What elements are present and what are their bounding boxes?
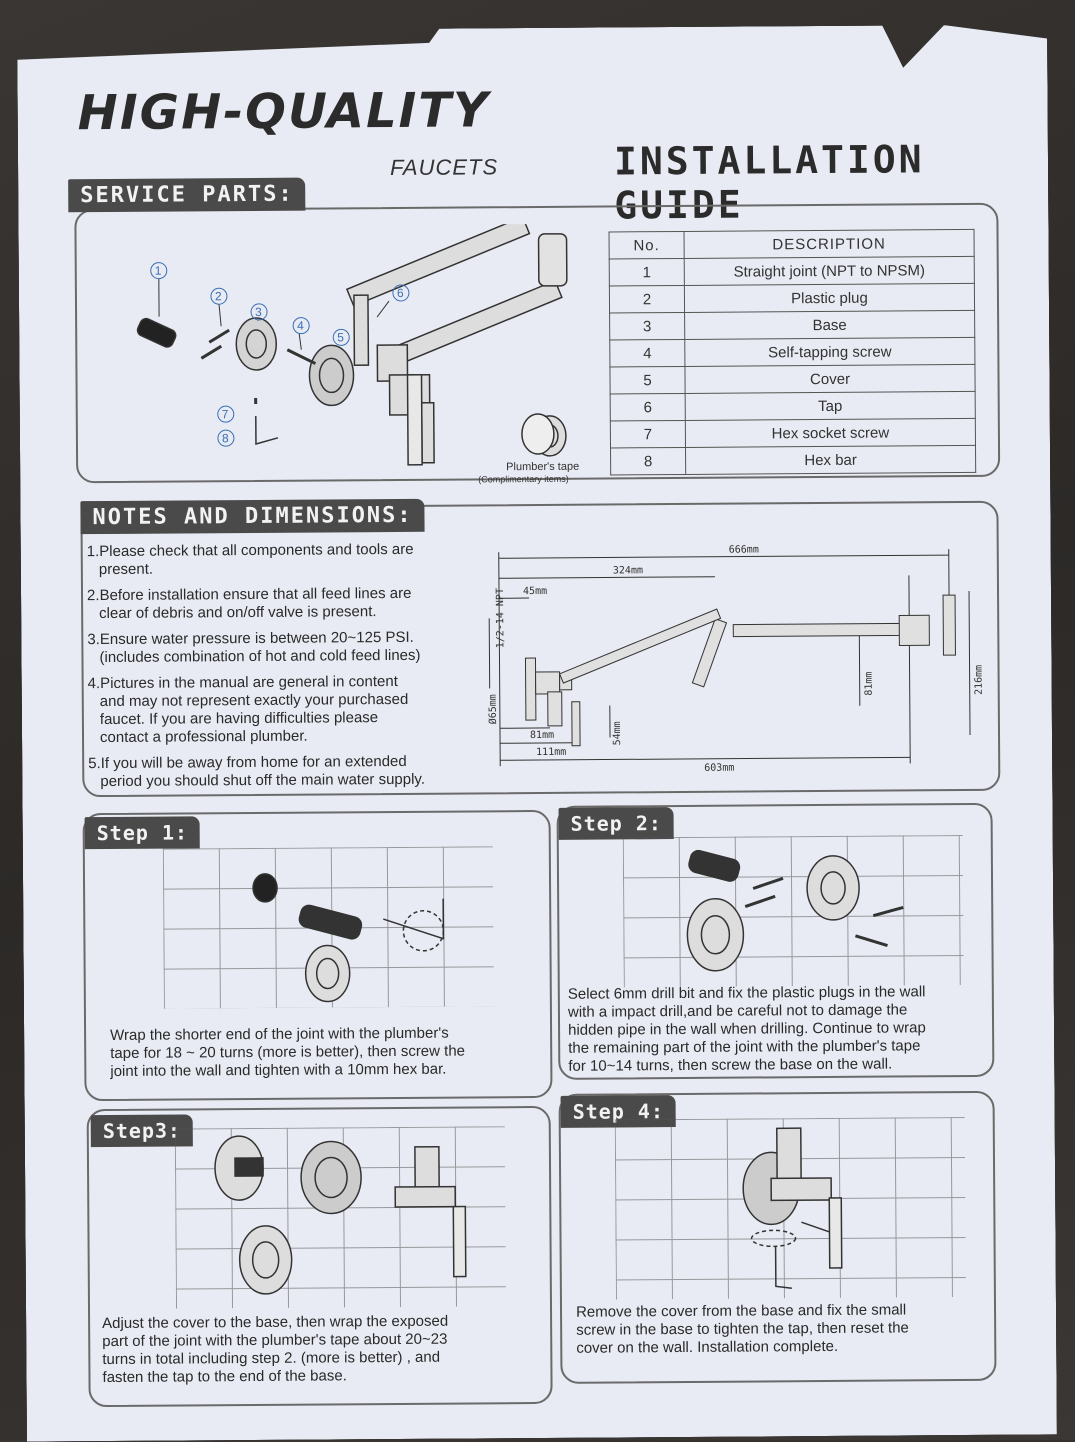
- callout-5: 5: [337, 330, 344, 344]
- step-2-illustration: [643, 825, 964, 987]
- brand-subtitle: FAUCETS: [390, 154, 498, 181]
- note-5: 5.If you will be away from home for an e…: [88, 752, 468, 791]
- dim-324: 324mm: [613, 565, 643, 576]
- part-no: 8: [611, 447, 686, 475]
- dim-111: 111mm: [536, 747, 566, 758]
- col-description: DESCRIPTION: [684, 229, 974, 258]
- service-parts-diagram: 1 2 3 4 5 6 7 8 Plumber's tape: [108, 223, 610, 476]
- part-no: 3: [610, 312, 685, 340]
- part-desc: Straight joint (NPT to NPSM): [684, 256, 974, 285]
- part-no: 7: [610, 420, 685, 448]
- notes-list: 1.Please check that all components and t…: [87, 540, 469, 799]
- dim-45: 45mm: [523, 586, 547, 597]
- step-1-tab: Step 1:: [85, 816, 201, 849]
- dim-603: 603mm: [704, 763, 734, 774]
- dim-npt: 1/2-14 NPT: [495, 588, 506, 648]
- callout-1: 1: [155, 264, 162, 278]
- notes-tab: NOTES AND DIMENSIONS:: [80, 499, 424, 534]
- step-4-illustration: [715, 1117, 916, 1298]
- part-desc: Hex bar: [686, 445, 976, 474]
- tape-label: Plumber's tape: [506, 461, 579, 474]
- step-1-text: Wrap the shorter end of the joint with t…: [110, 1024, 540, 1081]
- part-no: 2: [609, 285, 684, 313]
- col-no: No.: [609, 231, 684, 259]
- step-2-text: Select 6mm drill bit and fix the plastic…: [568, 983, 989, 1076]
- callout-7: 7: [222, 407, 229, 421]
- step-4-text: Remove the cover from the base and fix t…: [576, 1301, 986, 1358]
- part-desc: Self-tapping screw: [685, 337, 975, 366]
- note-2: 2.Before installation ensure that all fe…: [87, 584, 467, 623]
- service-parts-tab: SERVICE PARTS:: [68, 178, 306, 213]
- part-desc: Hex socket screw: [685, 418, 975, 447]
- part-desc: Cover: [685, 364, 975, 393]
- part-no: 1: [609, 258, 684, 286]
- callout-2: 2: [215, 289, 222, 303]
- dim-65: Ø65mm: [487, 694, 499, 724]
- instruction-sheet: HIGH-QUALITY FAUCETS INSTALLATION GUIDE …: [17, 24, 1057, 1441]
- step-3-text: Adjust the cover to the base, then wrap …: [102, 1312, 546, 1387]
- tape-note: (Complimentary items): [478, 474, 569, 485]
- callout-6: 6: [397, 286, 404, 300]
- dim-81-vertical: 81mm: [864, 672, 875, 696]
- dimension-diagram: 666mm 324mm 45mm 1/2-14 NPT Ø65mm 81mm 2…: [469, 535, 991, 779]
- callout-8: 8: [222, 431, 229, 445]
- callout-4: 4: [297, 319, 304, 333]
- note-3: 3.Ensure water pressure is between 20~12…: [87, 628, 467, 667]
- step-1-illustration: [173, 858, 504, 1010]
- dim-54: 54mm: [612, 721, 623, 745]
- note-1: 1.Please check that all components and t…: [87, 540, 467, 579]
- callout-3: 3: [255, 305, 262, 319]
- part-desc: Tap: [685, 391, 975, 420]
- brand-title: HIGH-QUALITY: [77, 82, 490, 141]
- dim-81: 81mm: [530, 730, 554, 741]
- part-no: 6: [610, 393, 685, 421]
- dim-216: 216mm: [974, 665, 985, 695]
- step-3-illustration: [195, 1126, 516, 1308]
- dim-666: 666mm: [729, 544, 759, 555]
- part-desc: Base: [685, 310, 975, 339]
- part-no: 5: [610, 366, 685, 394]
- note-4: 4.Pictures in the manual are general in …: [88, 672, 468, 747]
- part-desc: Plastic plug: [684, 283, 974, 312]
- part-no: 4: [610, 339, 685, 367]
